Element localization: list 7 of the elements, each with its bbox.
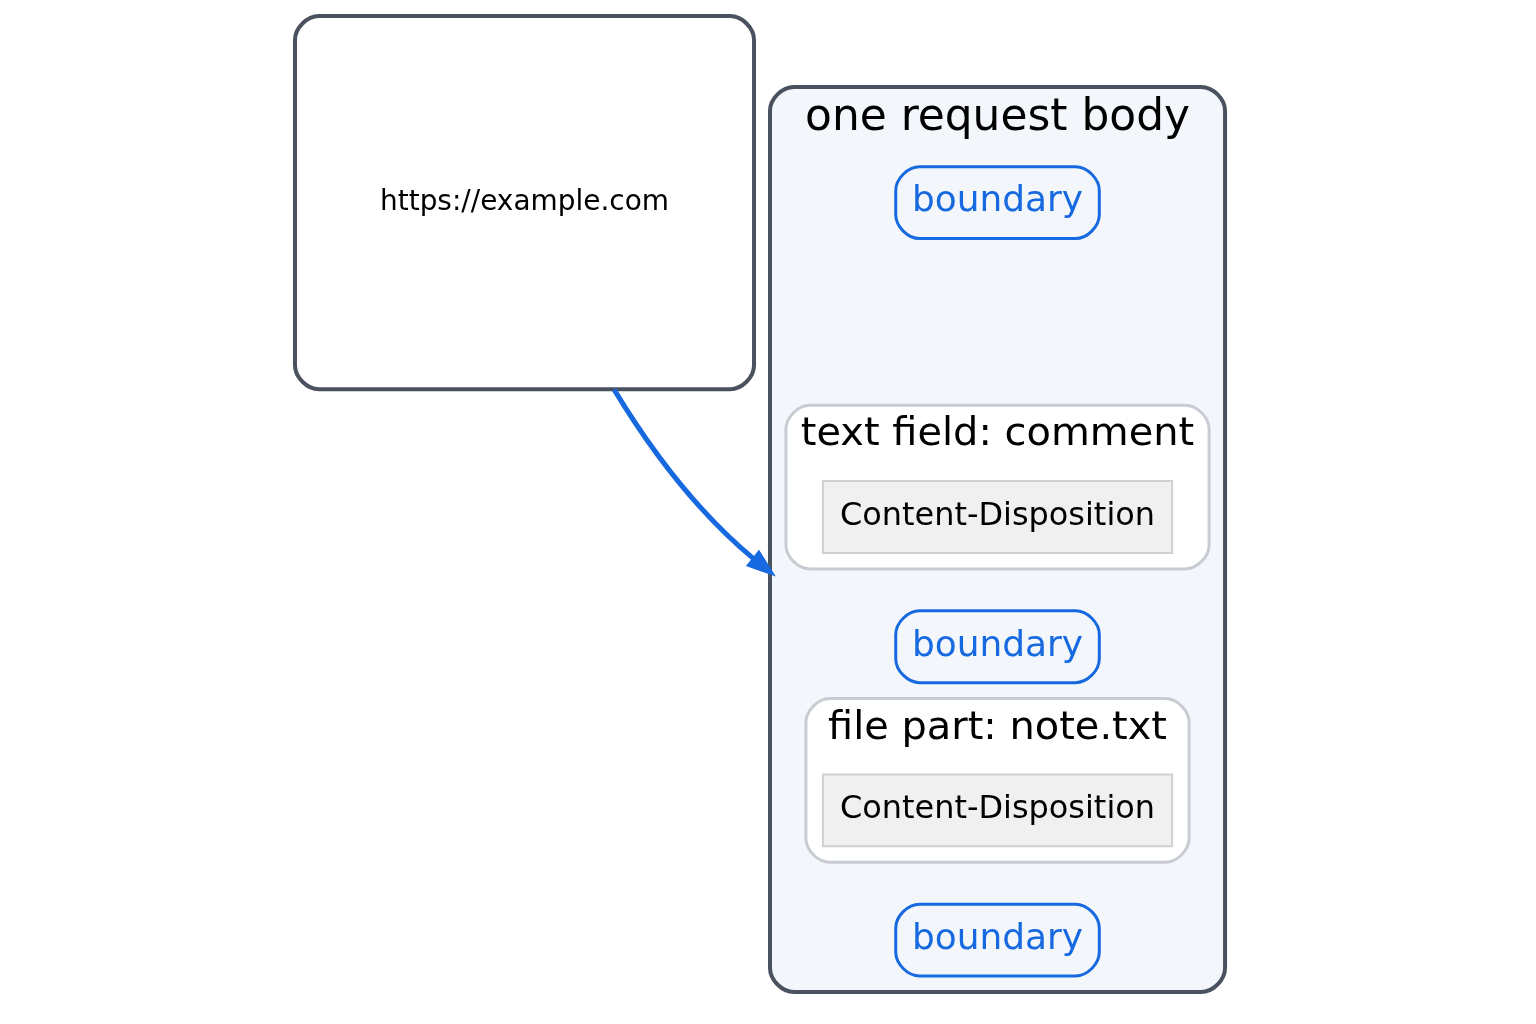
arrow <box>612 388 776 577</box>
node-box: boundary <box>894 165 1101 241</box>
node-box: https://example.com <box>293 14 757 392</box>
node-box: Content-Disposition <box>821 773 1174 848</box>
node-box: boundary <box>894 902 1101 978</box>
node-box: Content-Disposition <box>821 480 1174 554</box>
node-box: boundary <box>894 609 1101 685</box>
